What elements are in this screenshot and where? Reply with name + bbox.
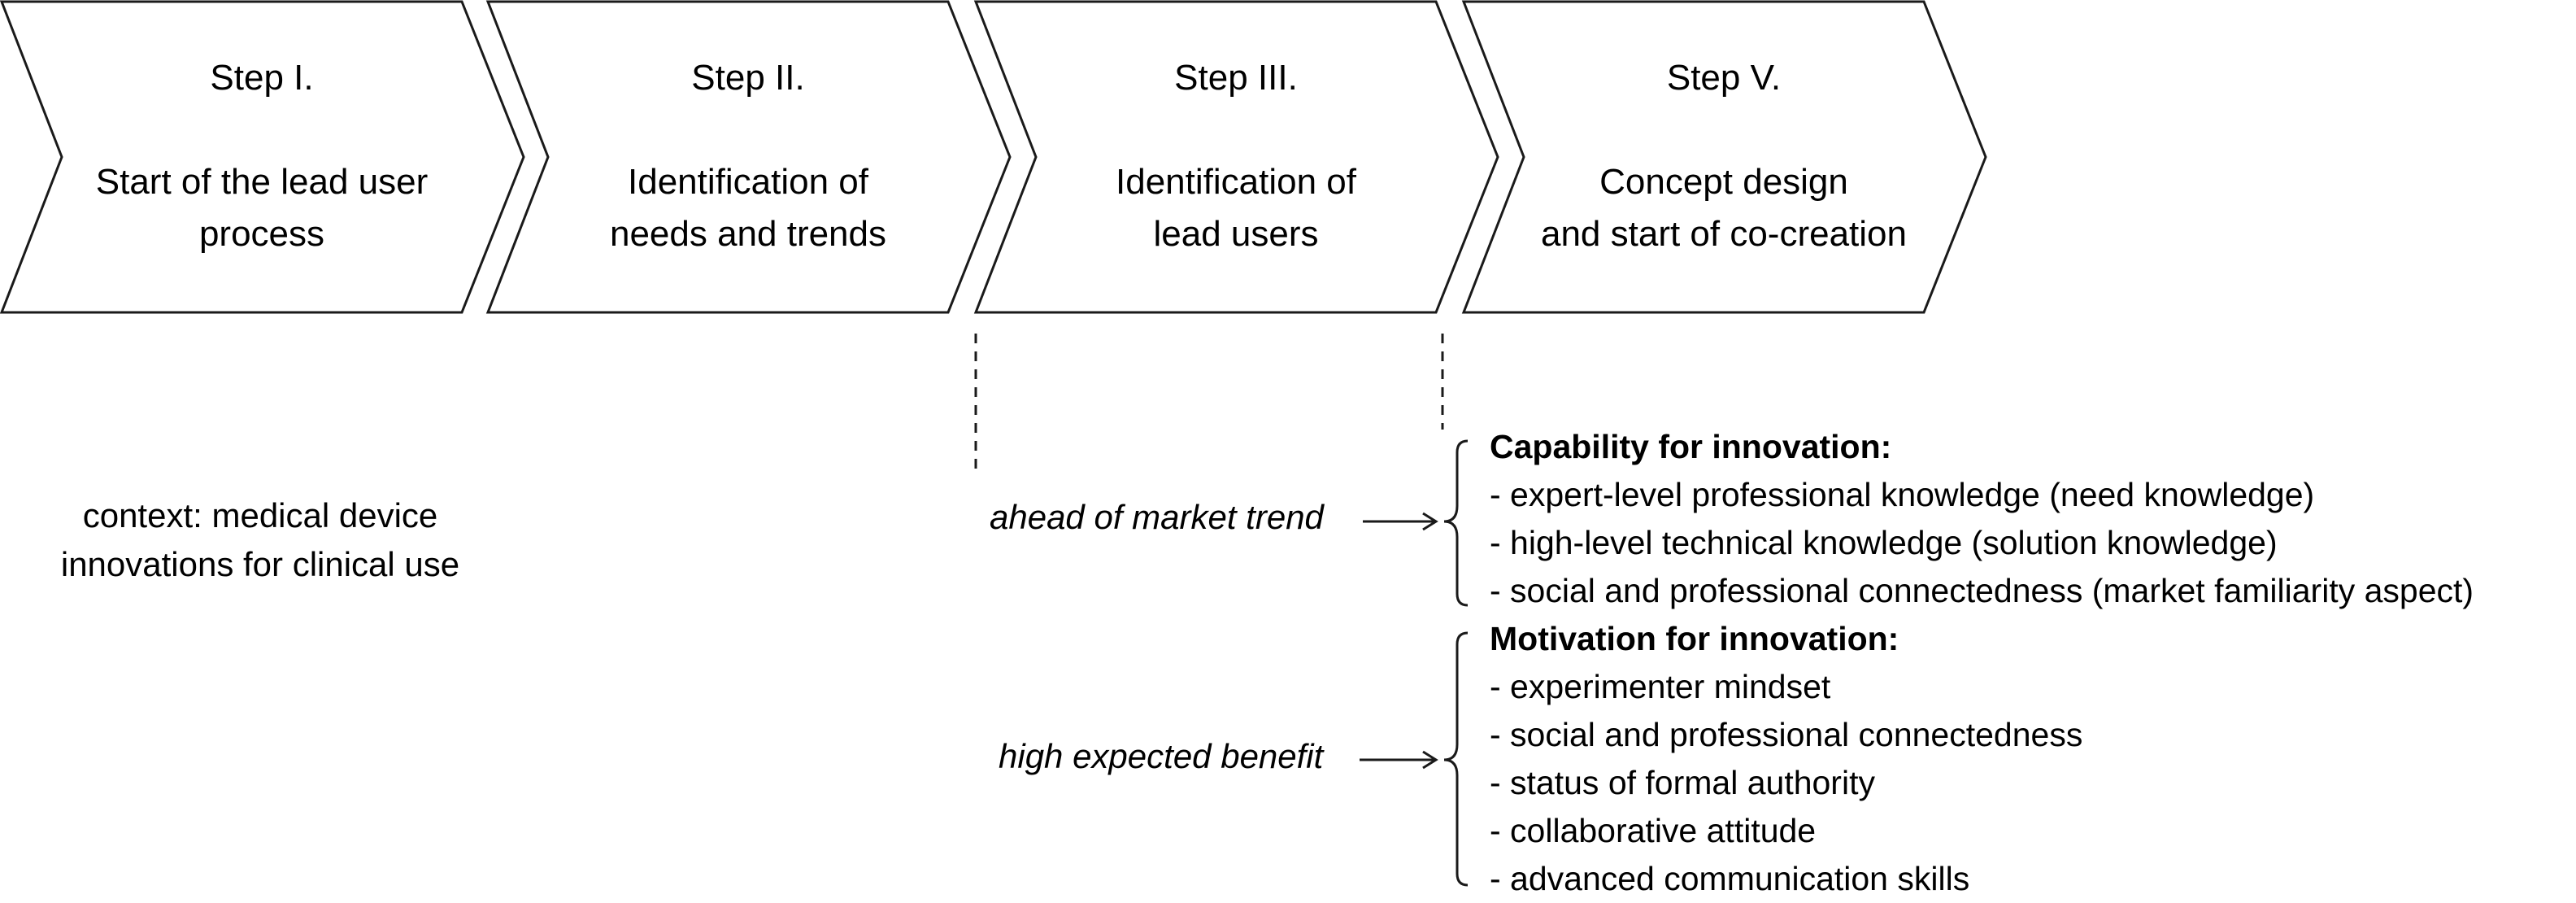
step-chevron-1 (0, 0, 525, 314)
capability-item: - expert-level professional knowledge (n… (1490, 476, 2315, 513)
step-2-desc-line-2: needs and trends (609, 214, 887, 254)
motivation-item: - collaborative attitude (1490, 812, 1817, 849)
step-3-desc-line-1: Identification of (1116, 162, 1356, 202)
step-2-desc-line-1: Identification of (628, 162, 868, 202)
step-4-description: Concept design and start of co-creation (1541, 156, 1907, 260)
factor-label-motivation: high expected benefit (999, 737, 1324, 775)
motivation-title: Motivation for innovation: (1490, 620, 1899, 657)
step-2-description: Identification of needs and trends (610, 156, 886, 260)
step-1-desc-line-2: process (198, 214, 325, 254)
step-1-description: Start of the lead user process (96, 156, 428, 260)
factor-label-capability: ahead of market trend (990, 498, 1324, 536)
motivation-item: - status of formal authority (1490, 764, 1875, 801)
step-1-text: Step I. Start of the lead user process (62, 0, 462, 312)
motivation-item: - experimenter mindset (1490, 668, 1831, 705)
step-3-text: Step III. Identification of lead users (1036, 0, 1436, 312)
step-2-text: Step II. Identification of needs and tre… (548, 0, 948, 312)
capability-item: - social and professional connectedness … (1490, 572, 2474, 609)
arrow-motivation (1360, 750, 1438, 770)
context-line-1: context: medical device (82, 496, 438, 534)
capability-title: Capability for innovation: (1490, 428, 1892, 465)
step-chevron-4 (1461, 0, 1987, 314)
step-4-desc-line-2: and start of co-creation (1540, 214, 1907, 254)
step-1-label: Step I. (210, 58, 314, 98)
arrow-capability (1363, 512, 1438, 531)
step-3-label: Step III. (1174, 58, 1298, 98)
step-chevron-2 (485, 0, 1012, 314)
motivation-item: - social and professional connectedness (1490, 716, 2083, 753)
step-chevron-3 (973, 0, 1499, 314)
step-3-description: Identification of lead users (1116, 156, 1356, 260)
step-2-label: Step II. (691, 58, 805, 98)
capability-group: Capability for innovation: - expert-leve… (1490, 423, 2474, 615)
motivation-group: Motivation for innovation: - experimente… (1490, 615, 2082, 903)
step-4-text: Step V. Concept design and start of co-c… (1512, 0, 1935, 312)
brace-motivation (1443, 631, 1469, 887)
motivation-item: - advanced communication skills (1490, 860, 1970, 897)
capability-item: - high-level technical knowledge (soluti… (1490, 524, 2278, 561)
context-note: context: medical device innovations for … (24, 491, 496, 589)
context-line-2: innovations for clinical use (60, 545, 460, 583)
brace-capability (1443, 439, 1469, 607)
step-4-label: Step V. (1666, 58, 1782, 98)
step-3-desc-line-2: lead users (1153, 214, 1319, 254)
step-4-desc-line-1: Concept design (1599, 162, 1848, 202)
step-1-desc-line-1: Start of the lead user (95, 162, 429, 202)
